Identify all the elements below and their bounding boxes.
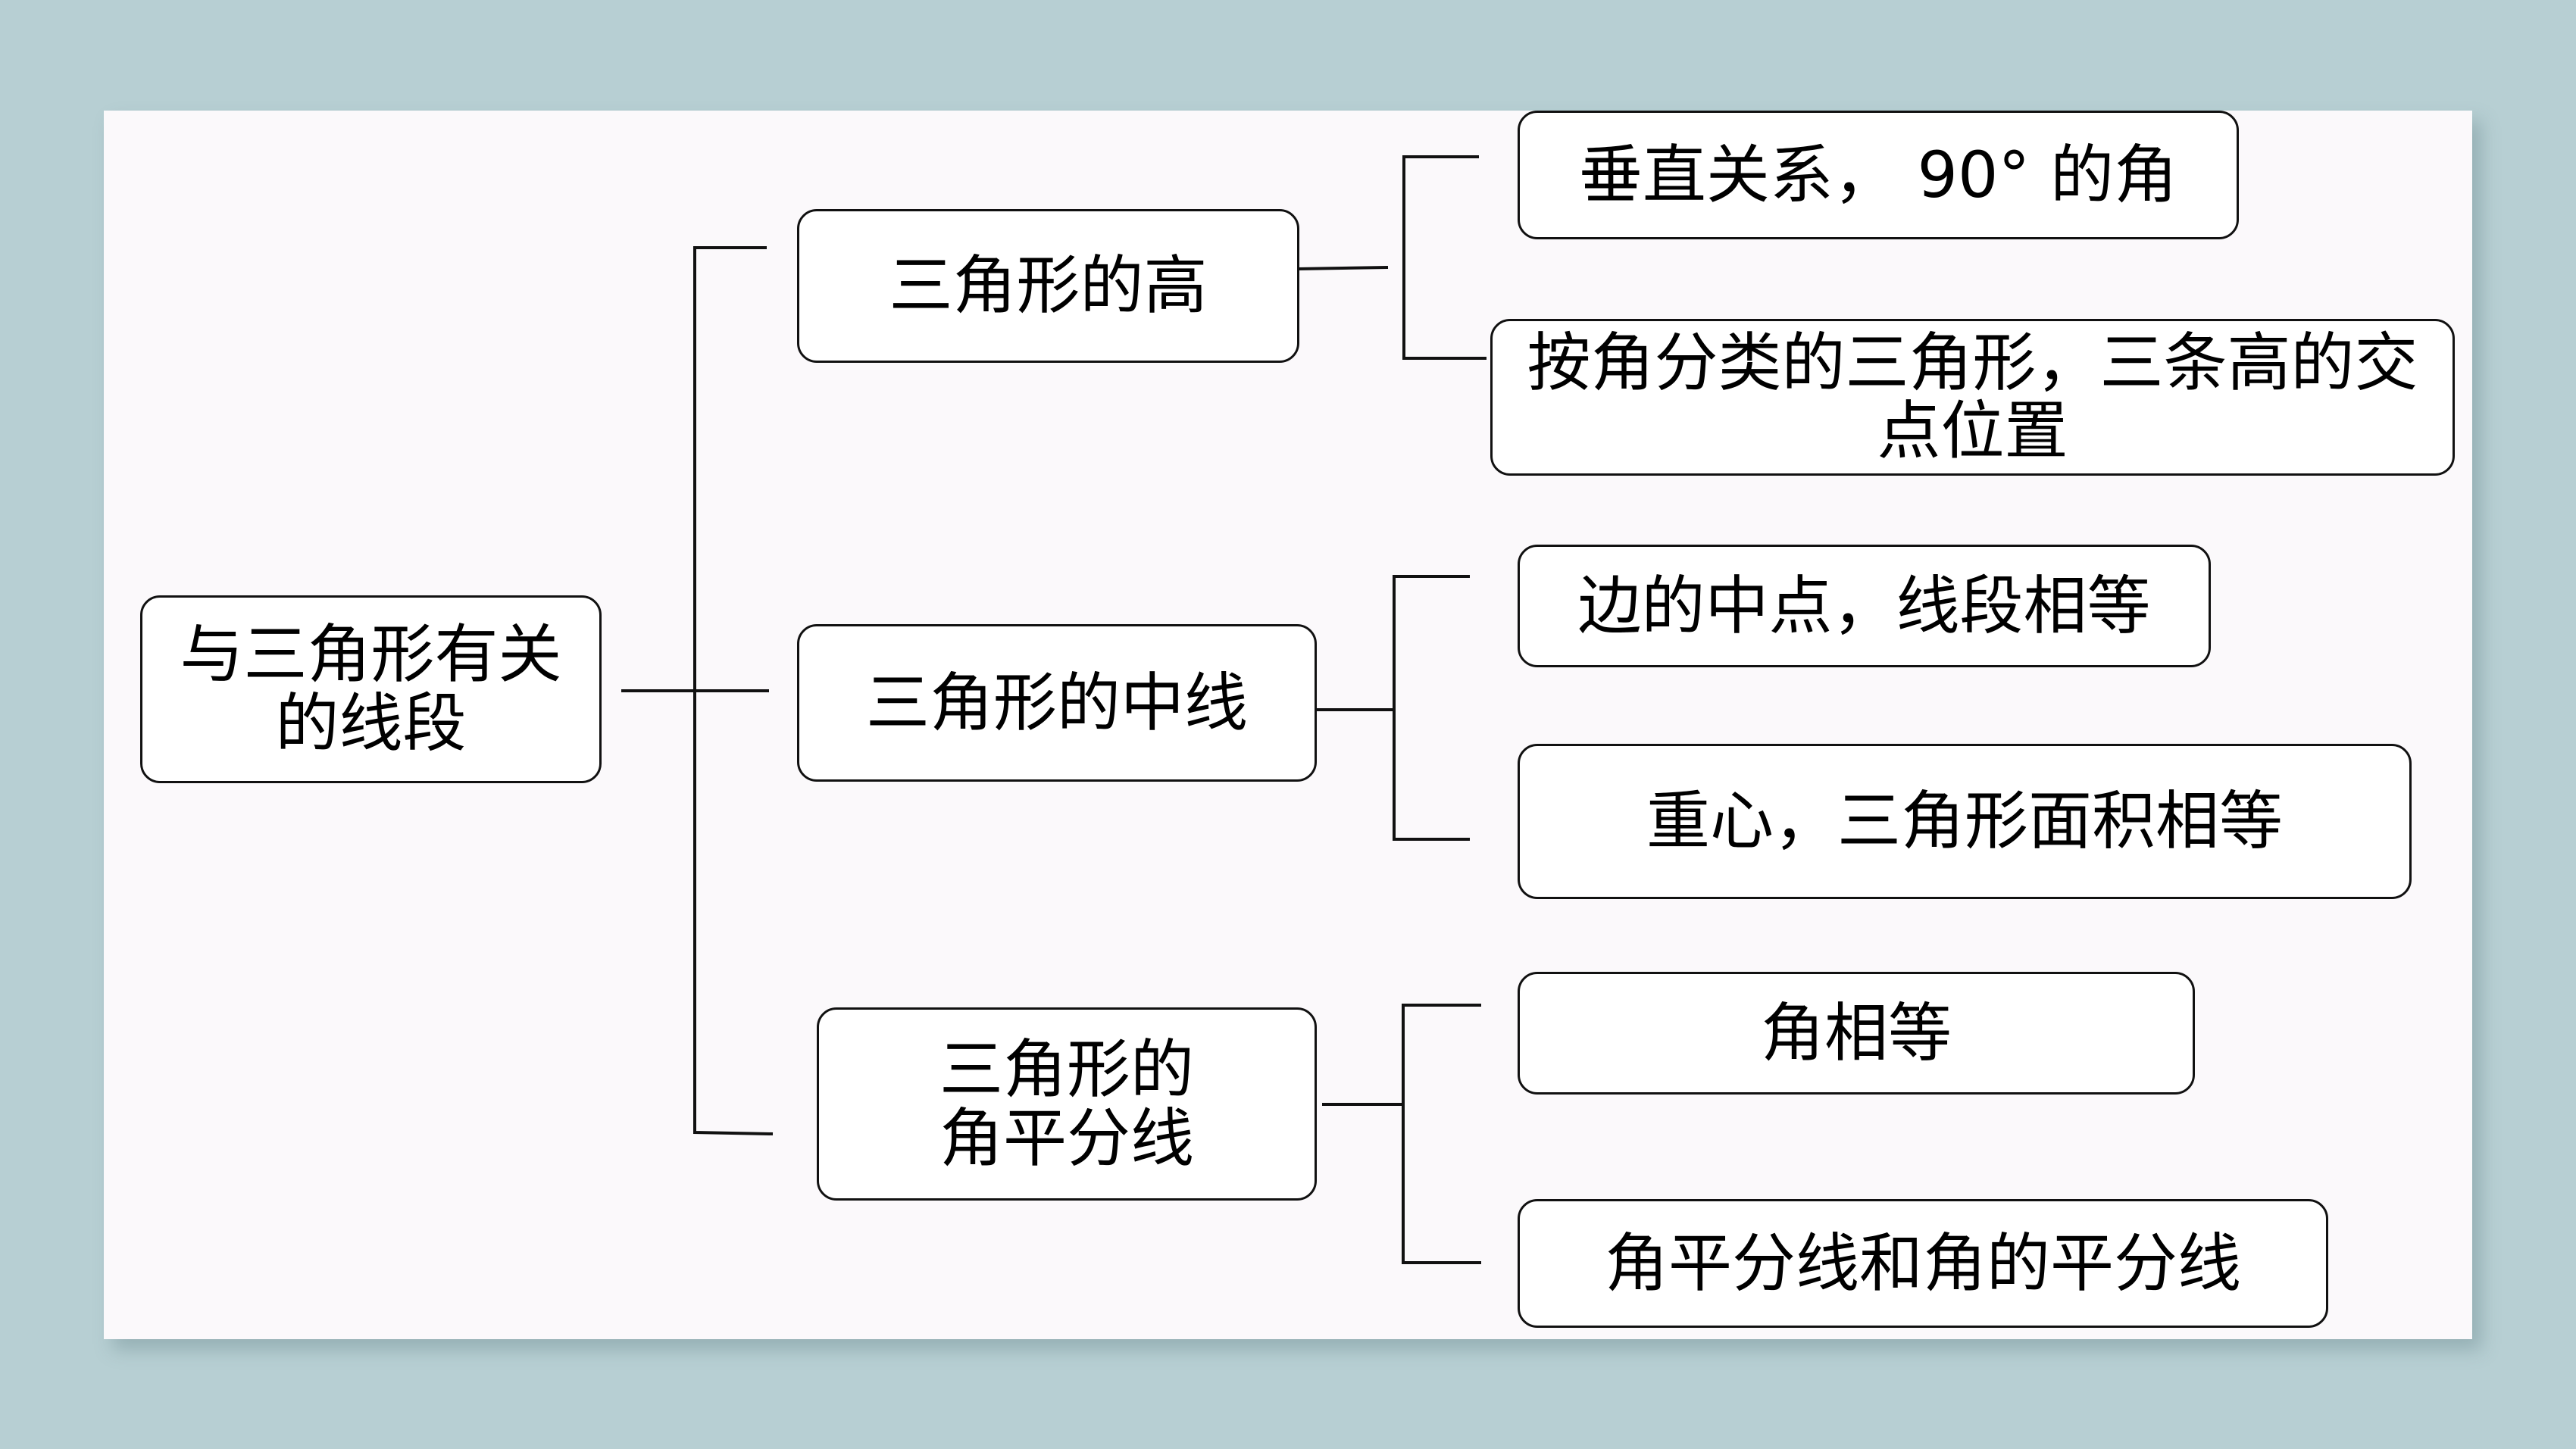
median-item-midpoint: 边的中点，线段相等: [1518, 545, 2211, 667]
root-line-2: 的线段: [275, 686, 467, 760]
altitude-item-intersection: 按角分类的三角形，三条高的交点位置: [1490, 319, 2455, 476]
altitude-label: 三角形的高: [889, 248, 1208, 323]
bisector-item-distinction: 角平分线和角的平分线: [1518, 1199, 2328, 1328]
bisector-node: 三角形的 角平分线: [817, 1007, 1317, 1201]
median-item-2-text: 重心，三角形面积相等: [1646, 784, 2283, 859]
connector-altitude-bracket: [1402, 155, 1487, 360]
altitude-item-1-text: 垂直关系， 90° 的角: [1578, 137, 2178, 212]
median-node: 三角形的中线: [797, 624, 1317, 782]
altitude-item-2-text: 按角分类的三角形，三条高的交点位置: [1527, 326, 2418, 468]
connector-bisector-bracket: [1402, 1004, 1481, 1264]
bisector-line-1: 三角形的: [939, 1032, 1194, 1107]
bisector-item-1-text: 角相等: [1760, 995, 1952, 1070]
connector-median-bracket: [1393, 575, 1470, 841]
connector-root-bracket: [693, 246, 774, 1135]
bisector-item-2-text: 角平分线和角的平分线: [1604, 1226, 2241, 1301]
altitude-node: 三角形的高: [797, 209, 1299, 363]
root-node: 与三角形有关 的线段: [140, 595, 602, 783]
root-line-1: 与三角形有关: [180, 617, 562, 692]
median-label: 三角形的中线: [865, 665, 1248, 740]
altitude-item-perpendicular: 垂直关系， 90° 的角: [1518, 111, 2239, 239]
median-item-1-text: 边的中点，线段相等: [1577, 568, 2151, 643]
bisector-line-2: 角平分线: [939, 1101, 1194, 1176]
median-item-centroid: 重心，三角形面积相等: [1518, 744, 2412, 899]
connector-altitude: [1297, 266, 1389, 270]
bisector-item-equal-angles: 角相等: [1518, 972, 2195, 1095]
